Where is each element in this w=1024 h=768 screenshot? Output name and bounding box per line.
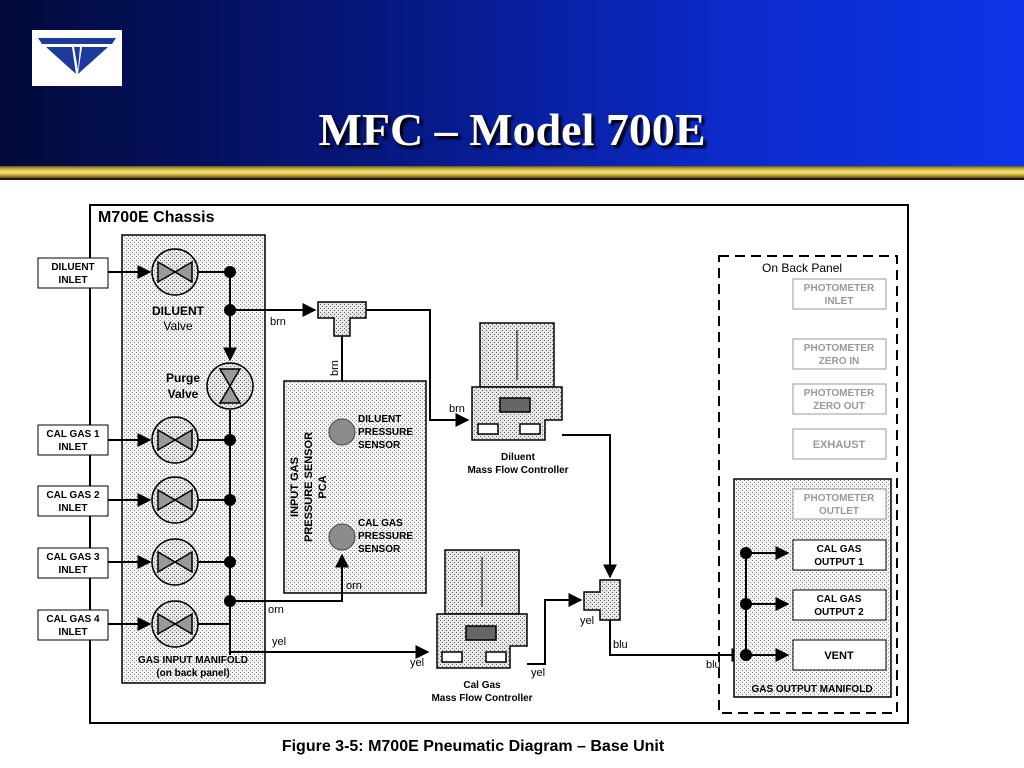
input-manifold-label: GAS INPUT MANIFOLD xyxy=(138,655,248,666)
cal-gas-2-inlet-box xyxy=(37,485,109,517)
cal-gas-1-inlet-sublabel: INLET xyxy=(59,442,88,453)
input-manifold-sublabel: (on back panel) xyxy=(156,668,229,679)
diluent-valve-icon xyxy=(151,248,199,296)
exhaust-label: EXHAUST xyxy=(813,439,866,451)
slide-header xyxy=(0,0,1024,166)
yel-tube-label-out: yel xyxy=(531,667,545,679)
brn-tube-label: brn xyxy=(270,316,286,328)
photometer-zero-out-label1: PHOTOMETER xyxy=(804,388,875,399)
chassis-label: M700E Chassis xyxy=(98,209,215,226)
diluent-mfc-label: Diluent xyxy=(501,452,536,463)
photometer-inlet-label1: PHOTOMETER xyxy=(804,283,875,294)
orn-tube-label-pca: orn xyxy=(346,580,362,592)
cal-gas-4-inlet-box xyxy=(37,609,109,641)
slide-title: MFC – Model 700E xyxy=(318,104,706,155)
calgas-mfc-label: Cal Gas xyxy=(463,680,501,691)
pca-title-line1: INPUT GAS xyxy=(289,457,301,517)
cal-gas-4-inlet-label: CAL GAS 4 xyxy=(46,614,100,625)
calgas-mfc-sublabel: Mass Flow Controller xyxy=(431,693,532,704)
teledyne-logo-icon xyxy=(32,30,122,86)
diluent-pressure-sensor-icon xyxy=(328,418,356,446)
output-tee-fitting xyxy=(583,579,621,621)
photometer-outlet-label2: OUTLET xyxy=(819,506,859,517)
pca-title-line2: PRESSURE SENSOR xyxy=(303,432,315,542)
input-gas-pressure-sensor-pca xyxy=(283,380,427,594)
blu-tube-label-manifold: blu xyxy=(706,659,721,671)
cal-gas-pressure-sensor-icon xyxy=(328,523,356,551)
cal-gas-3-valve-icon xyxy=(151,538,199,586)
diluent-mfc-icon xyxy=(471,322,563,441)
diluent-tee-fitting xyxy=(317,301,367,337)
photometer-outlet-label1: PHOTOMETER xyxy=(804,493,875,504)
calgas-sensor-label1: CAL GAS xyxy=(358,518,403,529)
photometer-inlet-label2: INLET xyxy=(825,296,854,307)
cal-gas-output-1-label1: CAL GAS xyxy=(817,544,862,555)
cal-gas-output-2-box xyxy=(792,589,887,621)
purge-valve-icon xyxy=(206,362,254,410)
cal-gas-output-2-label2: OUTPUT 2 xyxy=(814,607,864,618)
cal-gas-1-inlet-label: CAL GAS 1 xyxy=(46,429,100,440)
cal-gas-output-1-label2: OUTPUT 1 xyxy=(814,557,864,568)
output-manifold-label: GAS OUTPUT MANIFOLD xyxy=(751,684,872,695)
figure-caption: Figure 3-5: M700E Pneumatic Diagram – Ba… xyxy=(281,738,665,755)
brn-tube-label-mfc: brn xyxy=(449,403,465,415)
diluent-sensor-label1: DILUENT xyxy=(358,414,401,425)
cal-gas-1-valve-icon xyxy=(151,416,199,464)
cal-gas-2-inlet-sublabel: INLET xyxy=(59,503,88,514)
back-panel-label: On Back Panel xyxy=(762,261,842,275)
calgas-mfc-icon xyxy=(436,549,528,669)
photometer-zero-out-label2: ZERO OUT xyxy=(813,401,865,412)
diluent-sensor-label3: SENSOR xyxy=(358,440,401,451)
photometer-zero-in-label1: PHOTOMETER xyxy=(804,343,875,354)
photometer-zero-in-box xyxy=(792,338,887,370)
yel-tube-label: yel xyxy=(272,636,286,648)
photometer-outlet-box xyxy=(792,488,887,520)
cal-gas-output-1-box xyxy=(792,539,887,571)
yel-tube-label-tee: yel xyxy=(580,615,594,627)
cal-gas-3-inlet-label: CAL GAS 3 xyxy=(46,552,100,563)
cal-gas-4-inlet-sublabel: INLET xyxy=(59,627,88,638)
diluent-inlet-sublabel: INLET xyxy=(59,275,88,286)
photometer-zero-out-box xyxy=(792,383,887,415)
cal-gas-3-inlet-sublabel: INLET xyxy=(59,565,88,576)
yel-tube-label-mfc: yel xyxy=(410,657,424,669)
diluent-valve-sublabel: Valve xyxy=(163,319,192,333)
cal-gas-3-inlet-box xyxy=(37,547,109,579)
orn-tube-label: orn xyxy=(268,604,284,616)
vent-label: VENT xyxy=(824,650,854,662)
calgas-sensor-label2: PRESSURE xyxy=(358,531,413,542)
diluent-valve-label: DILUENT xyxy=(152,304,205,318)
blu-tube-label: blu xyxy=(613,639,628,651)
calgas-sensor-label3: SENSOR xyxy=(358,544,401,555)
gold-divider xyxy=(0,166,1024,178)
brn-tube-label-vertical: brn xyxy=(329,360,341,376)
back-panel-region xyxy=(718,255,898,714)
cal-gas-2-valve-icon xyxy=(151,476,199,524)
purge-valve-label: Purge xyxy=(166,371,200,385)
photometer-zero-in-label2: ZERO IN xyxy=(819,356,860,367)
diluent-inlet-label: DILUENT xyxy=(51,262,94,273)
cal-gas-output-2-label1: CAL GAS xyxy=(817,594,862,605)
vent-box xyxy=(792,639,887,671)
pca-title-line3: PCA xyxy=(317,475,329,498)
diluent-sensor-label2: PRESSURE xyxy=(358,427,413,438)
photometer-inlet-box xyxy=(792,278,887,310)
diluent-mfc-sublabel: Mass Flow Controller xyxy=(467,465,568,476)
cal-gas-1-inlet-box xyxy=(37,424,109,456)
exhaust-box xyxy=(792,428,887,460)
purge-valve-sublabel: Valve xyxy=(168,387,199,401)
cal-gas-2-inlet-label: CAL GAS 2 xyxy=(46,490,100,501)
divider-shadow xyxy=(0,178,1024,180)
cal-gas-4-valve-icon xyxy=(151,600,199,648)
